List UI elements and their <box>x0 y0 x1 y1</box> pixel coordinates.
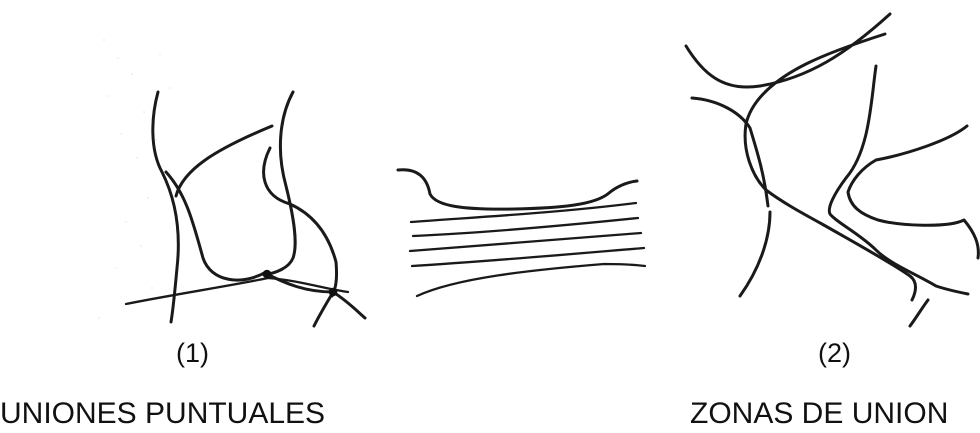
junction-zone-network <box>686 14 978 326</box>
polymer-strand <box>910 300 928 326</box>
polymer-strand <box>829 66 968 294</box>
polymer-strand <box>166 172 266 280</box>
panel-2-caption: ZONAS DE UNION <box>690 399 948 429</box>
polymer-strand <box>848 126 978 258</box>
polymer-strand <box>411 203 636 222</box>
polymer-strand <box>176 126 272 196</box>
polymer-strand <box>314 294 332 326</box>
polymer-strand <box>398 170 637 209</box>
junction-point <box>329 288 338 297</box>
panel-1-caption: UNIONES PUNTUALES <box>0 399 325 429</box>
junction-zone-strands <box>398 170 645 296</box>
polymer-strand <box>417 264 645 296</box>
point-junction-network <box>126 92 365 326</box>
panel-1-number-label: (1) <box>176 340 209 367</box>
polymer-strand <box>264 92 295 275</box>
polymer-strand <box>740 212 770 296</box>
polymer-strand <box>153 92 179 322</box>
polymer-strand <box>692 98 768 206</box>
polymer-strand <box>686 14 890 87</box>
junction-point <box>263 270 272 279</box>
polymer-strand <box>410 233 641 251</box>
panel-2-number-label: (2) <box>818 340 851 367</box>
scan-noise <box>98 39 171 319</box>
polymer-strand <box>413 218 638 236</box>
